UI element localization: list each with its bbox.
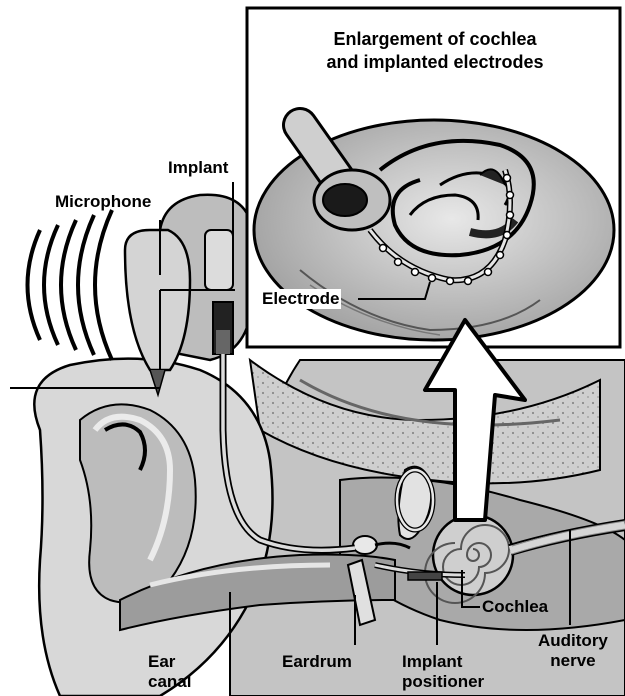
eardrum-label: Eardrum	[282, 652, 352, 672]
electrode-label: Electrode	[260, 289, 341, 309]
ear-canal-label-line2: canal	[148, 672, 191, 692]
implant-label: Implant	[168, 158, 228, 178]
microphone-label: Microphone	[55, 192, 151, 212]
implant-positioner-label-line1: Implant	[402, 652, 484, 672]
ear-canal-label: Ear canal	[148, 652, 191, 692]
implant-positioner-label: Implant positioner	[402, 652, 484, 692]
auditory-nerve-label-line1: Auditory	[538, 631, 608, 651]
inset-title-line1: Enlargement of cochlea	[250, 28, 620, 51]
auditory-nerve-label-line2: nerve	[538, 651, 608, 671]
sound-waves-icon	[28, 210, 113, 360]
cochlea-label: Cochlea	[482, 597, 548, 617]
inset-title: Enlargement of cochlea and implanted ele…	[250, 28, 620, 74]
implant-positioner-label-line2: positioner	[402, 672, 484, 692]
auditory-nerve-label: Auditory nerve	[538, 631, 608, 671]
ear-canal-label-line1: Ear	[148, 652, 191, 672]
inset-title-line2: and implanted electrodes	[250, 51, 620, 74]
